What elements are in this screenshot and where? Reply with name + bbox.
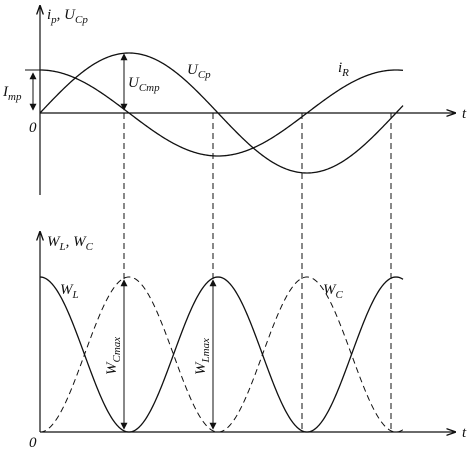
wl-curve-label: WL <box>60 282 79 301</box>
top-t-axis-label: t <box>462 106 467 122</box>
bottom-origin-label: 0 <box>29 435 37 451</box>
wc-curve-label: WC <box>323 282 344 301</box>
bottom-t-axis-label: t <box>462 425 467 441</box>
time-guides <box>123 113 392 432</box>
top-graph: ip, UCp t 0 Imp UCmp UCp iR <box>2 6 467 195</box>
top-origin-label: 0 <box>29 120 37 136</box>
current-curve <box>39 69 404 157</box>
voltage-curve <box>39 52 404 174</box>
voltage-curve-label: UCp <box>187 62 211 81</box>
electric-energy-curve <box>39 276 404 433</box>
top-y-axis-label: ip, UCp <box>47 7 88 26</box>
wc-max-label: WCmax <box>104 337 123 375</box>
u-amplitude-label: UCmp <box>128 75 160 94</box>
current-curve-label: iR <box>338 60 349 79</box>
magnetic-energy-curve <box>39 276 404 433</box>
wl-max-label: WLmax <box>193 338 212 375</box>
bottom-graph: WL, WC t 0 WL WC WCmax WLmax <box>29 232 467 451</box>
bottom-y-axis-label: WL, WC <box>47 234 94 253</box>
i-amplitude-label: Imp <box>2 84 22 103</box>
